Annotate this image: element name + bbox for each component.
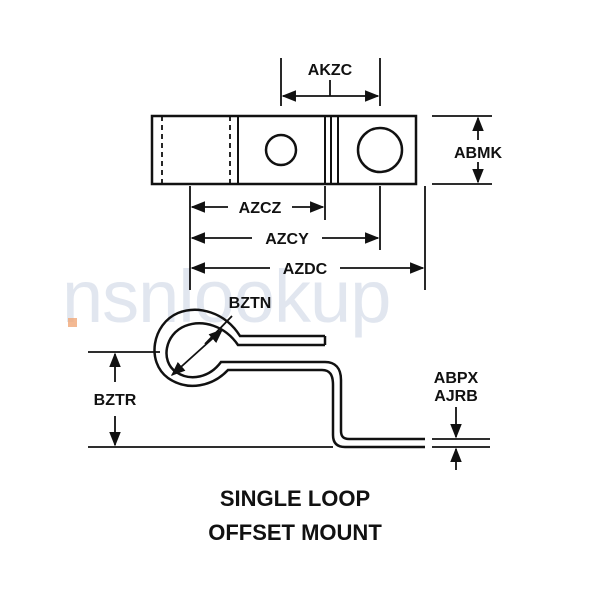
abpx-ajrb-dimension (432, 407, 490, 470)
bztn-label: BZTN (229, 295, 272, 312)
akzc-dimension (280, 58, 381, 106)
bztr-dimension (88, 351, 333, 448)
ajrb-label: AJRB (434, 388, 478, 405)
azdc-label: AZDC (283, 261, 328, 278)
azcz-label: AZCZ (239, 200, 282, 217)
top-view-outline (150, 114, 418, 186)
bztn-dimension (170, 315, 233, 376)
clamp-strap-outer (153, 308, 425, 449)
abmk-dimension (432, 115, 492, 185)
extension-lines (189, 186, 426, 290)
small-hole (264, 133, 298, 167)
azcy-label: AZCY (265, 231, 309, 248)
large-hole (356, 126, 404, 174)
diagram-title-line2: OFFSET MOUNT (208, 520, 382, 545)
abmk-label: ABMK (454, 145, 502, 162)
side-view (153, 308, 425, 449)
bztr-label: BZTR (94, 392, 137, 409)
clamp-strap-inner (165, 322, 425, 441)
akzc-label: AKZC (308, 62, 353, 79)
abpx-label: ABPX (434, 370, 479, 387)
watermark-dot (68, 318, 77, 327)
diagram-title-line1: SINGLE LOOP (220, 486, 370, 511)
top-view (150, 114, 418, 186)
